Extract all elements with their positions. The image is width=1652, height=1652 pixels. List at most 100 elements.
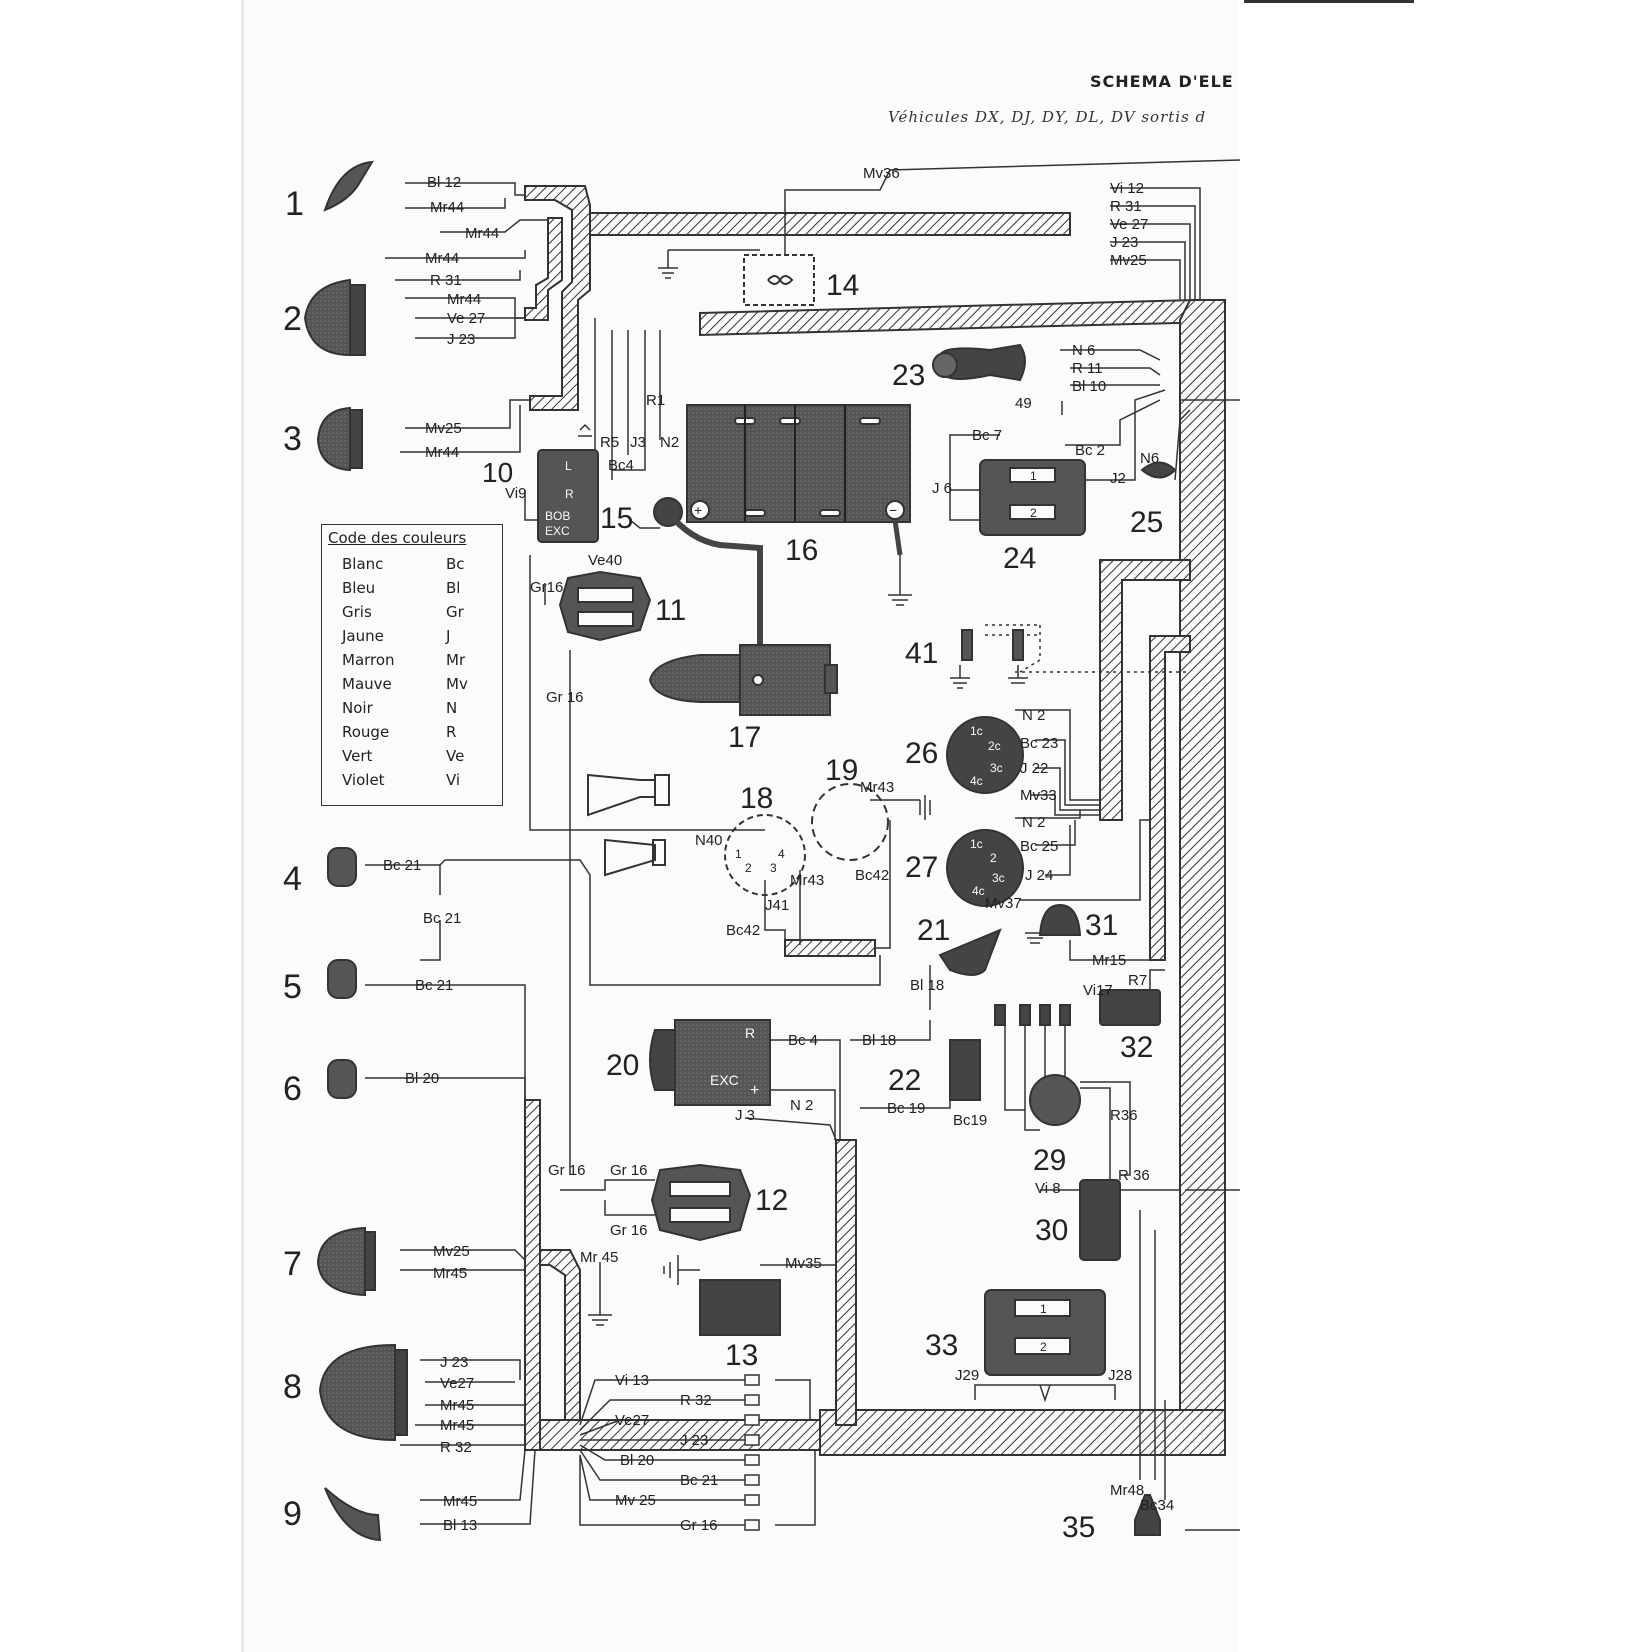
component-12 — [650, 1163, 752, 1242]
harness-mid-vertical — [835, 1139, 857, 1426]
wire-label: J 23 — [447, 331, 475, 348]
wire-label: Ve27 — [440, 1375, 474, 1392]
diagram-subtitle: Véhicules DX, DJ, DY, DL, DV sortis d — [888, 108, 1207, 126]
wire-label: Bl 20 — [405, 1070, 439, 1087]
legend-color-name: Rouge — [342, 723, 390, 741]
harness-left-branch — [539, 1249, 581, 1431]
wire-label: J 23 — [680, 1432, 708, 1449]
terminal-label: 1c — [970, 724, 983, 738]
wire-label: Ve40 — [588, 552, 622, 569]
harness-top — [572, 212, 1071, 236]
top-rule — [1244, 0, 1414, 3]
coil-30 — [1079, 1179, 1121, 1261]
terminal-label: − — [889, 502, 897, 518]
terminal-label: 1c — [970, 837, 983, 851]
horn-lower-icon — [604, 838, 656, 877]
legend-color-code: Ve — [446, 747, 465, 765]
wire-label: J 3 — [735, 1107, 755, 1124]
component-numbers: 1 2 3 4 5 6 7 8 9 10 11 12 13 14 15 16 1… — [283, 185, 1163, 1544]
wire-label: Gr16 — [530, 579, 563, 596]
harness-front-left — [524, 185, 591, 411]
component-number: 4 — [283, 860, 302, 898]
wire-label: Mr44 — [425, 250, 459, 267]
wire-label: Bl 20 — [620, 1452, 654, 1469]
component-number: 32 — [1120, 1031, 1153, 1064]
component-number: 41 — [905, 637, 938, 670]
wire-label: Vi 12 — [1110, 180, 1144, 197]
terminal-label: R — [565, 487, 574, 501]
wire-label: R 31 — [1110, 198, 1142, 215]
component-number: 12 — [755, 1184, 788, 1217]
starter-17 — [648, 654, 741, 703]
legend-color-code: R — [446, 723, 457, 741]
legend-color-code: Gr — [446, 603, 464, 621]
legend-color-name: Noir — [342, 699, 373, 717]
legend-color-code: Mr — [446, 651, 466, 669]
wire-label: J 22 — [1020, 760, 1048, 777]
terminal-label: + — [694, 502, 702, 518]
component-number: 9 — [283, 1495, 302, 1533]
bottom-connectors — [744, 1374, 760, 1531]
legend-row: Violet Vi — [322, 771, 502, 793]
terminal-label: 4c — [970, 774, 983, 788]
wire-label: R 32 — [680, 1392, 712, 1409]
wire-label: Bc 21 — [383, 857, 421, 874]
terminal-label: 2 — [990, 851, 997, 865]
component-number: 20 — [606, 1049, 639, 1082]
terminal-label: R — [745, 1025, 755, 1041]
wire-label: Mr45 — [440, 1397, 474, 1414]
component-number: 24 — [1003, 542, 1036, 575]
wire-label: Mr43 — [860, 779, 894, 796]
wire-label: R5 — [600, 434, 619, 451]
harness-18-19 — [784, 939, 876, 957]
wire-label: Gr 16 — [610, 1222, 648, 1239]
terminal-label: 2 — [745, 861, 752, 875]
wire-label: J 23 — [440, 1354, 468, 1371]
component-25 — [1140, 461, 1177, 479]
wire-label: J28 — [1108, 1367, 1132, 1384]
lamp-1-icon — [323, 160, 374, 212]
lamp-4-icon — [327, 847, 357, 887]
wire-label: N6 — [1140, 450, 1159, 467]
wire-label: R 36 — [1118, 1167, 1150, 1184]
harness-right-inner — [1099, 559, 1191, 821]
wire-label: 49 — [1015, 395, 1032, 412]
wire-label: Gr 16 — [610, 1162, 648, 1179]
wire-label: Vi9 — [505, 485, 526, 502]
legend-color-code: Vi — [446, 771, 461, 789]
paper-sheet — [243, 0, 1238, 1652]
wire-label: Mr 45 — [580, 1249, 618, 1266]
terminal-label: + — [750, 1082, 759, 1099]
wire-label: Bc 2 — [1075, 442, 1105, 459]
wire-label: Ve27 — [615, 1412, 649, 1429]
diagram-title: SCHEMA D'ELE — [1090, 72, 1234, 91]
legend-row: Blanc Bc — [322, 555, 502, 577]
component-32 — [1099, 989, 1161, 1026]
legend-row: Noir N — [322, 699, 502, 721]
wire-label: Mv25 — [433, 1243, 470, 1260]
wire-label: Mv 25 — [615, 1492, 656, 1509]
lamp-7-icon — [316, 1226, 366, 1297]
wire-label: Bc 7 — [972, 427, 1002, 444]
paper-edge — [241, 0, 244, 1652]
legend-title: Code des couleurs — [328, 529, 467, 547]
switch-position: 1 — [1040, 1302, 1047, 1316]
legend-row: Mauve Mv — [322, 675, 502, 697]
component-number: 26 — [905, 737, 938, 770]
switch-24 — [979, 459, 1086, 536]
wire-label: Mr15 — [1092, 952, 1126, 969]
component-number: 22 — [888, 1064, 921, 1097]
wire-label: Bc 23 — [1020, 735, 1058, 752]
wire-label: Gr 16 — [546, 689, 584, 706]
component-number: 8 — [283, 1368, 302, 1406]
switch-26 — [946, 716, 1024, 794]
wire-label: Bc4 — [608, 457, 634, 474]
wire-label: R 32 — [440, 1439, 472, 1456]
wire-label: Bc34 — [1140, 1497, 1174, 1514]
wire-label: Mv36 — [863, 165, 900, 182]
component-number: 29 — [1033, 1144, 1066, 1177]
legend-color-code: Bc — [446, 555, 465, 573]
color-code-legend: Code des couleurs Blanc Bc Bleu Bl Gris … — [321, 524, 503, 806]
lamp-5-icon — [327, 959, 357, 999]
